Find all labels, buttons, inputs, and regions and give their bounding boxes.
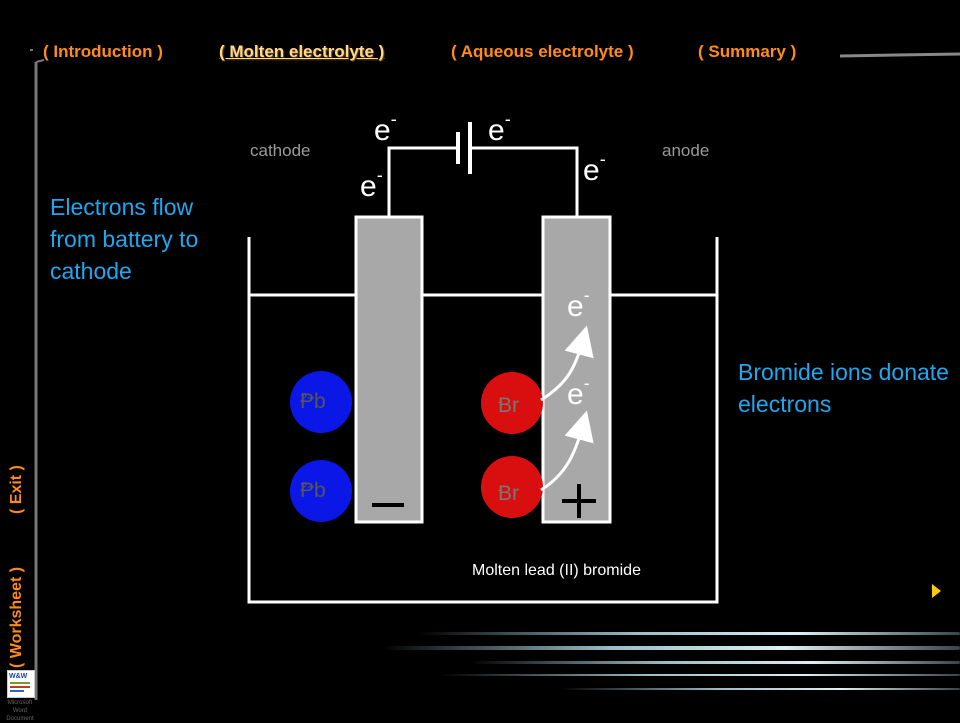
anode-electrode <box>541 215 612 524</box>
electron: e- <box>374 109 397 147</box>
anode-label: anode <box>662 141 710 160</box>
electron: e- <box>567 285 590 323</box>
electrolyte-label: Molten lead (II) bromide <box>472 562 641 579</box>
info-bromide-donate: Bromide ions donate electrons <box>738 359 949 417</box>
electron: e- <box>360 165 383 203</box>
curved-arrow-icon <box>540 410 594 492</box>
anode-wire <box>470 146 579 217</box>
electron: e- <box>567 373 590 411</box>
info-electron-flow: Electrons flow from battery to cathode <box>50 194 199 284</box>
bromide-ion: Br- <box>481 456 543 518</box>
cathode-wire <box>387 146 458 217</box>
word-icon-text: W&W <box>9 673 28 680</box>
light-streak <box>470 661 960 664</box>
light-streak <box>420 632 960 635</box>
electron: e- <box>583 149 606 187</box>
bromide-ion: Br- <box>481 372 543 434</box>
electron: e- <box>488 109 511 147</box>
curved-arrow-icon <box>540 325 594 402</box>
light-streak <box>440 674 960 676</box>
cathode-electrode <box>354 215 424 524</box>
nav-aqueous-electrolyte[interactable]: ( Aqueous electrolyte ) <box>451 42 634 61</box>
nav-summary[interactable]: ( Summary ) <box>698 42 797 61</box>
nav-introduction[interactable]: ( Introduction ) <box>43 42 163 61</box>
nav-molten-electrolyte[interactable]: ( Molten electrolyte ) <box>219 42 385 61</box>
beaker <box>247 237 719 604</box>
light-streak <box>560 688 960 690</box>
next-arrow-icon[interactable] <box>930 582 944 600</box>
word-document-caption: Microsoft Word Document <box>6 700 34 722</box>
word-document-icon[interactable]: W&W <box>7 670 35 698</box>
cathode-label: cathode <box>250 141 311 160</box>
light-streak <box>380 646 960 650</box>
